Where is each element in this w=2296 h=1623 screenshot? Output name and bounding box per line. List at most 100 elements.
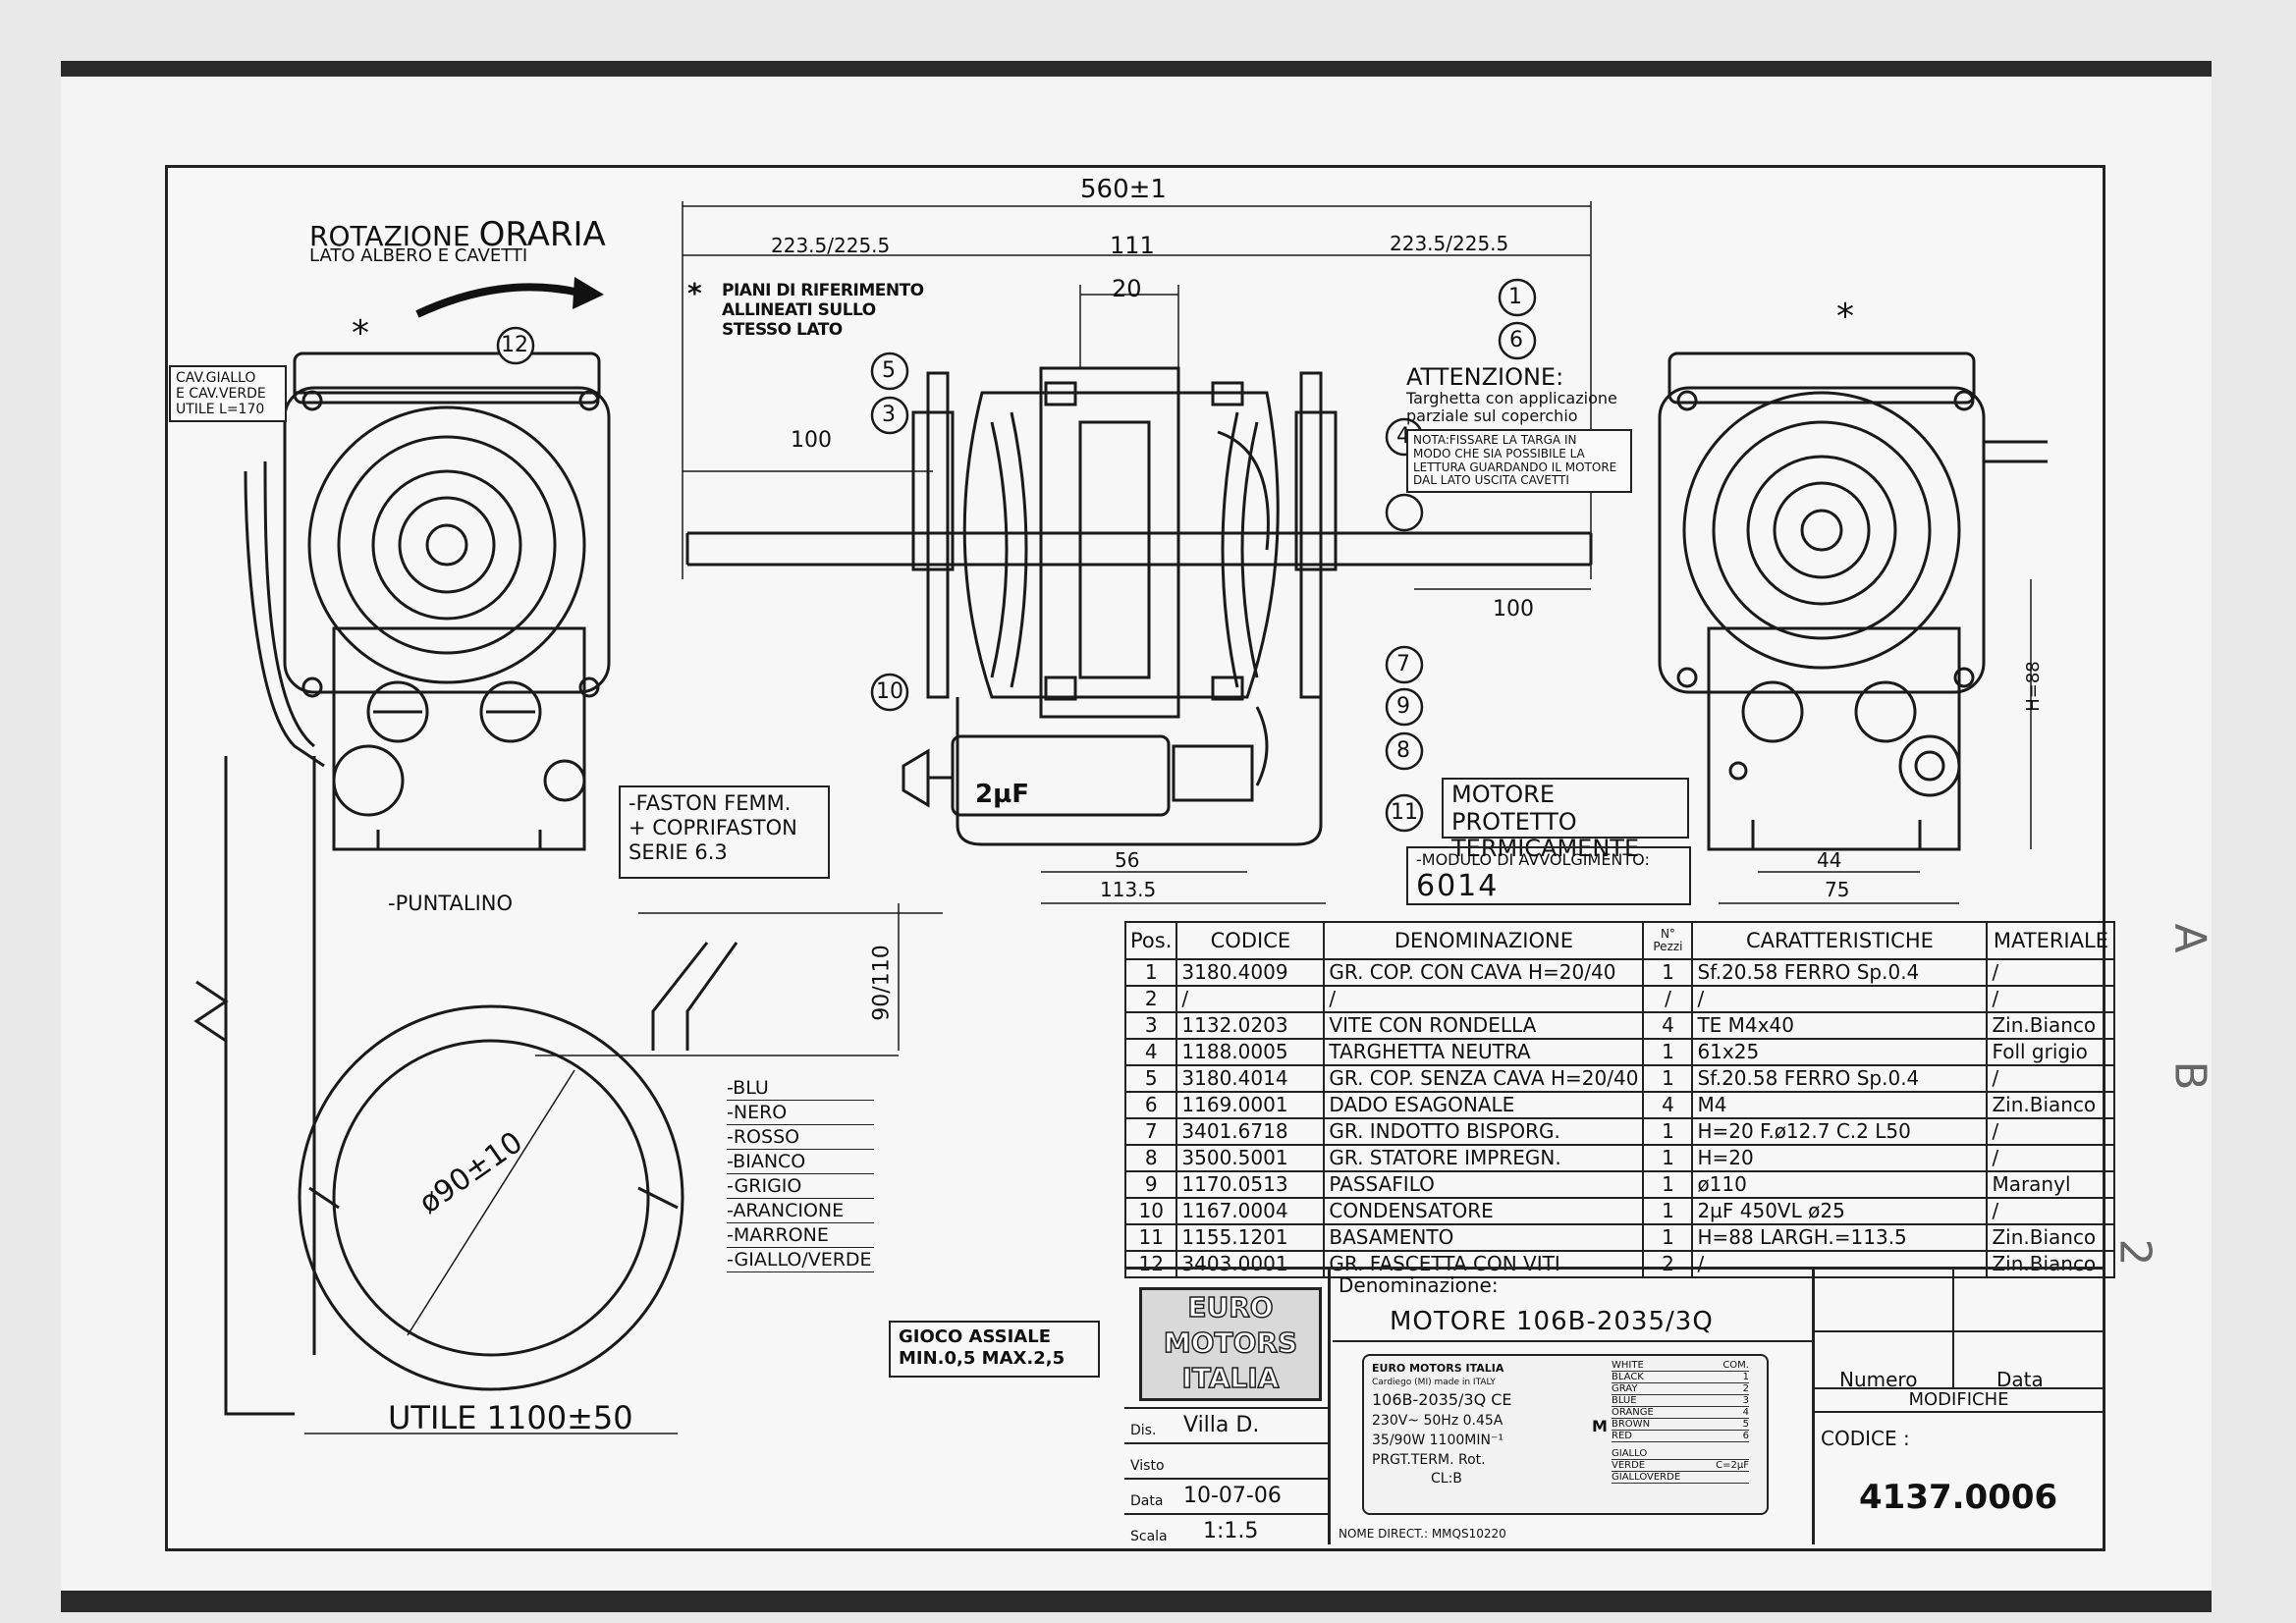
bom-materiale: / <box>1986 985 2116 1013</box>
legend-pin: 6 <box>1742 1431 1749 1441</box>
logo-line-3: ITALIA <box>1181 1361 1280 1395</box>
bom-pezzi: / <box>1642 985 1694 1013</box>
scala-value: 1:1.5 <box>1203 1519 1259 1543</box>
scala-label: Scala <box>1130 1529 1168 1544</box>
dim-center: 111 <box>1110 232 1155 259</box>
winding-box: -MODULO DI AVVOLGIMENTO: 6014 <box>1406 846 1691 905</box>
mod-col-line <box>1952 1270 1954 1387</box>
title-block: EURO MOTORS ITALIA Dis.Villa D. Visto Da… <box>1124 1267 2103 1544</box>
nome-direct: NOME DIRECT.: MMQS10220 <box>1339 1527 1506 1541</box>
bom-codice: 1167.0004 <box>1175 1197 1326 1225</box>
bom-materiale: Foll grigio <box>1986 1038 2116 1066</box>
callout-circles <box>496 278 1537 833</box>
bom-col-codice: CODICE <box>1175 921 1326 960</box>
bom-denominazione: VITE CON RONDELLA <box>1323 1011 1645 1040</box>
dim-stack: 20 <box>1112 275 1142 302</box>
margin-note-a: A <box>2164 923 2215 953</box>
legend-color: BLACK <box>1612 1372 1644 1382</box>
center-side-view <box>685 366 1593 846</box>
callout-3: 3 <box>882 403 896 427</box>
bom-pezzi: 1 <box>1642 1117 1694 1146</box>
bom-codice: 1188.0005 <box>1175 1038 1326 1066</box>
attention-note-3: LETTURA GUARDANDO IL MOTORE <box>1413 460 1617 474</box>
wire-rosso: -ROSSO <box>727 1125 874 1150</box>
dim-left-100: 100 <box>791 428 832 453</box>
bom-caratteristiche: ø110 <box>1691 1170 1989 1199</box>
bom-materiale: Maranyl <box>1986 1170 2116 1199</box>
bom-codice: 3403.0001 <box>1175 1250 1326 1278</box>
callout-12: 12 <box>501 333 528 357</box>
dis-value: Villa D. <box>1183 1413 1260 1437</box>
scala-row: Scala 1:1.5 <box>1124 1513 1328 1548</box>
attention-line-2: parziale sul coperchio <box>1406 406 1578 425</box>
faston-1: -FASTON FEMM. <box>629 791 792 815</box>
denomination-value: MOTORE 106B-2035/3Q <box>1390 1307 1714 1336</box>
protected-1: MOTORE PROTETTO <box>1451 781 1577 836</box>
dim-113: 113.5 <box>1100 878 1157 901</box>
axial-play-1: GIOCO ASSIALE <box>899 1326 1051 1347</box>
winding-value: 6014 <box>1416 869 1500 903</box>
wire-blu: -BLU <box>727 1076 874 1101</box>
legend-pin: 4 <box>1742 1407 1749 1418</box>
bom-materiale: / <box>1986 1197 2116 1225</box>
bom-pezzi: 1 <box>1642 1223 1694 1252</box>
cable-note: CAV.GIALLO E CAV.VERDE UTILE L=170 <box>169 365 287 423</box>
bom-codice: 1155.1201 <box>1175 1223 1326 1252</box>
wire-nero: -NERO <box>727 1101 874 1125</box>
bom-materiale: Zin.Bianco <box>1986 1011 2116 1040</box>
modifications-area: Numero Data MODIFICHE CODICE : 4137.0006 <box>1815 1270 2103 1544</box>
bom-denominazione: GR. COP. SENZA CAVA H=20/40 <box>1323 1064 1645 1093</box>
protected-box: MOTORE PROTETTO TERMICAMENTE <box>1442 778 1689 862</box>
rotation-title: ROTAZIONE ORARIA <box>309 218 606 251</box>
mod-grid <box>1815 1270 2103 1387</box>
bom-pezzi: 1 <box>1642 1197 1694 1225</box>
bom-materiale: Zin.Bianco <box>1986 1223 2116 1252</box>
ref-line-3: STESSO LATO <box>722 320 843 340</box>
nameplate-electrical: 230V~ 50Hz 0.45A <box>1372 1413 1503 1429</box>
attention-note: NOTA:FISSARE LA TARGA IN MODO CHE SIA PO… <box>1406 429 1632 494</box>
dim-44: 44 <box>1817 848 1842 872</box>
legend-color: BLUE <box>1612 1395 1637 1406</box>
bom-caratteristiche: H=20 <box>1691 1144 1989 1172</box>
bom-caratteristiche: TE M4x40 <box>1691 1011 1989 1040</box>
bom-col-pezzi: N° Pezzi <box>1642 921 1694 960</box>
bom-col-pos: Pos. <box>1123 921 1178 960</box>
dim-cable-length: UTILE 1100±50 <box>388 1399 633 1436</box>
legend-color: ORANGE <box>1612 1407 1654 1418</box>
bom-caratteristiche: / <box>1691 985 1989 1013</box>
bom-denominazione: GR. STATORE IMPREGN. <box>1323 1144 1645 1172</box>
ref-line-2: ALLINEATI SULLO <box>722 300 876 320</box>
asterisk-right: * <box>1836 297 1854 337</box>
bom-caratteristiche: H=20 F.ø12.7 C.2 L50 <box>1691 1117 1989 1146</box>
cable-loop <box>193 756 738 1416</box>
data-label: Data <box>1130 1493 1164 1509</box>
nameplate-origin: Cardiego (MI) made in ITALY <box>1372 1378 1496 1387</box>
drawing-frame <box>165 165 2105 1551</box>
bom-row: 2///// <box>1123 985 2116 1013</box>
callout-7: 7 <box>1396 652 1410 676</box>
dim-overall: 560±1 <box>1080 175 1167 204</box>
callout-5: 5 <box>882 358 896 383</box>
modifiche-row: MODIFICHE <box>1815 1387 2103 1413</box>
legend-pin: 3 <box>1742 1395 1749 1406</box>
legend-pin: 2 <box>1742 1383 1749 1394</box>
bom-denominazione: BASAMENTO <box>1323 1223 1645 1252</box>
bom-pos: 4 <box>1123 1038 1178 1066</box>
bom-pos: 2 <box>1123 985 1178 1013</box>
dim-h88: H=88 <box>2022 661 2044 712</box>
bom-denominazione: / <box>1323 985 1645 1013</box>
protected-2: TERMICAMENTE <box>1451 835 1640 863</box>
bom-codice: 3180.4009 <box>1175 958 1326 987</box>
margin-note-b: B <box>2164 1060 2215 1091</box>
bom-denominazione: DADO ESAGONALE <box>1323 1091 1645 1119</box>
